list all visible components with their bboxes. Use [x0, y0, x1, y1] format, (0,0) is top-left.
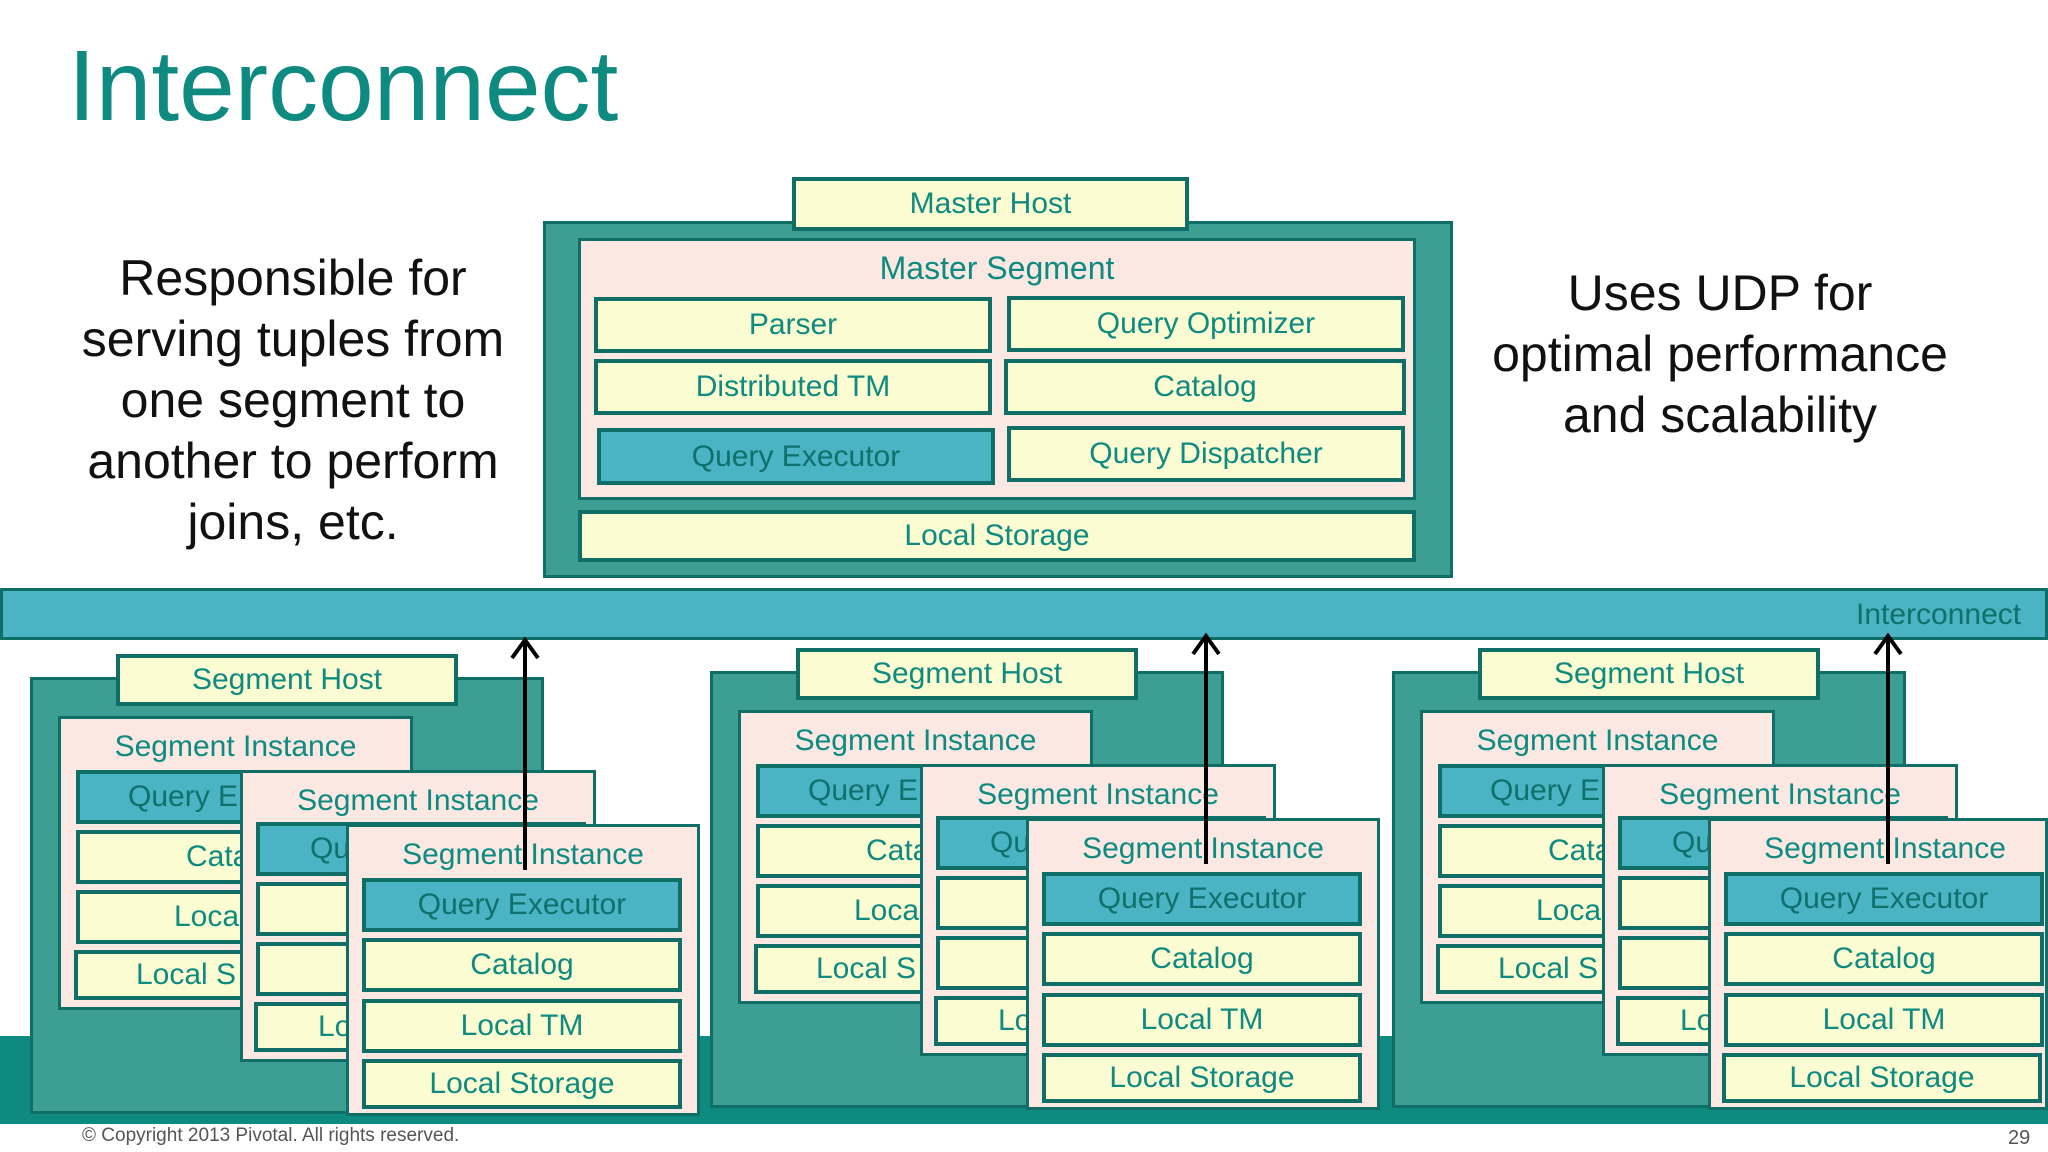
local-storage: Local Storage — [1722, 1053, 2042, 1103]
instance-label: Segment Instance — [114, 730, 357, 763]
master-segment-label: Master Segment — [879, 250, 1115, 286]
query-executor: Query Executor — [1724, 872, 2044, 926]
left-text-line: Responsible for — [119, 250, 467, 306]
left-description: Responsible for serving tuples from one … — [58, 248, 528, 553]
instance-label: Segment Instance — [1764, 832, 2006, 865]
right-text-line: Uses UDP for — [1567, 265, 1873, 321]
arrowhead-segment-host-2 — [1191, 632, 1221, 656]
left-text-line: joins, etc. — [187, 494, 399, 550]
query-executor: Query Executor — [1042, 872, 1362, 926]
interconnect-label: Interconnect — [1856, 598, 2022, 631]
instance-label: Segment Instance — [1659, 778, 1901, 811]
left-text-line: serving tuples from — [81, 311, 505, 367]
local-tm: Local TM — [1042, 993, 1362, 1047]
master-host-label: Master Host — [792, 177, 1189, 231]
instance-label: Segment Instance — [1476, 724, 1719, 757]
interconnect-bar — [0, 588, 2048, 640]
local-storage: Local Storage — [1042, 1053, 1362, 1103]
right-text-line: and scalability — [1562, 387, 1878, 443]
master-query-optimizer: Query Optimizer — [1007, 296, 1405, 352]
catalog: Catalog — [1724, 932, 2044, 986]
instance-label: Segment Instance — [297, 784, 539, 817]
catalog: Catalog — [362, 938, 682, 992]
page-number: 29 — [2008, 1127, 2031, 1149]
left-text-line: another to perform — [87, 433, 499, 489]
right-text-line: optimal performance — [1492, 326, 1948, 382]
instance-label: Segment Instance — [1082, 832, 1324, 865]
left-text-line: one segment to — [120, 372, 466, 428]
local-storage: Local Storage — [362, 1059, 682, 1109]
master-query-dispatcher: Query Dispatcher — [1007, 426, 1405, 482]
instance-label: Segment Instance — [794, 724, 1037, 757]
copyright-notice: © Copyright 2013 Pivotal. All rights res… — [82, 1125, 460, 1146]
master-catalog: Catalog — [1004, 359, 1406, 415]
master-distributed-tm: Distributed TM — [594, 359, 992, 415]
arrowhead-segment-host-3 — [1873, 632, 1903, 656]
query-executor: Query Executor — [362, 878, 682, 932]
segment-host-1-label: Segment Host — [116, 654, 458, 706]
arrowhead-segment-host-1 — [510, 636, 540, 660]
local-tm: Local TM — [1724, 993, 2044, 1047]
catalog: Catalog — [1042, 932, 1362, 986]
instance-label: Segment Instance — [402, 838, 644, 871]
local-tm: Local TM — [362, 999, 682, 1053]
slide-title: Interconnect — [68, 30, 619, 142]
master-local-storage: Local Storage — [578, 510, 1416, 562]
instance-label: Segment Instance — [977, 778, 1219, 811]
segment-host-3-label: Segment Host — [1478, 648, 1820, 700]
right-description: Uses UDP for optimal performance and sca… — [1470, 263, 1970, 446]
master-query-executor: Query Executor — [597, 428, 995, 485]
segment-host-2-label: Segment Host — [796, 648, 1138, 700]
master-parser: Parser — [594, 297, 992, 353]
